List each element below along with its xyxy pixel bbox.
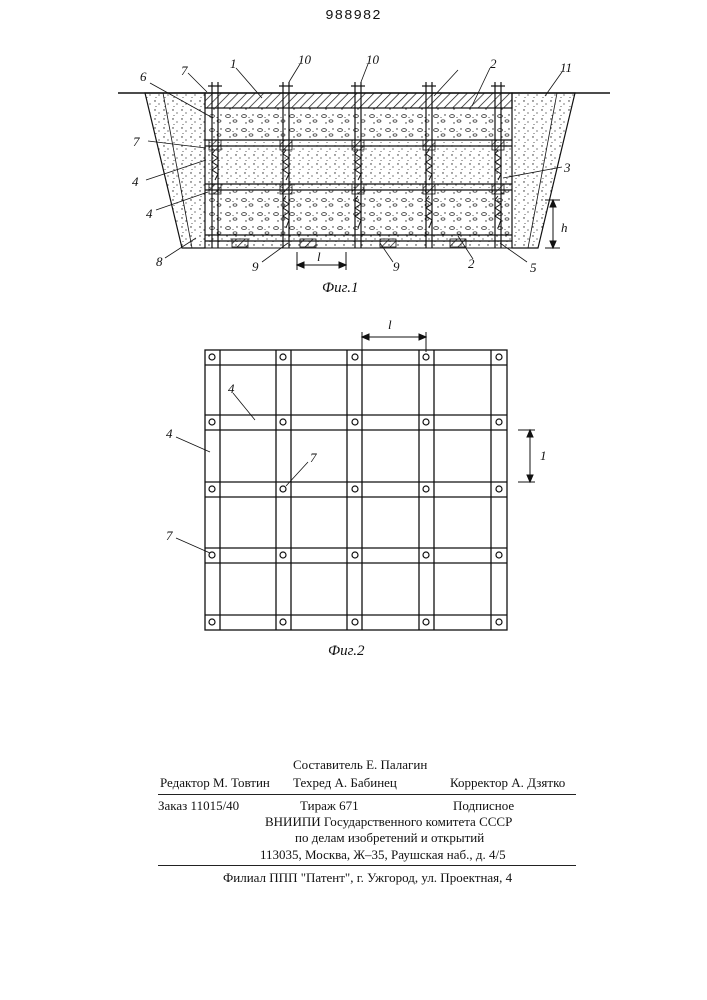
address-line: 113035, Москва, Ж–35, Раушская наб., д. … [260, 847, 506, 863]
fig2-leaders [176, 393, 308, 553]
editor-line: Редактор М. Товтин [160, 775, 270, 791]
grid-joint-circles [209, 354, 502, 625]
fig2-label-side: 1 [540, 448, 547, 463]
footer-rule-2 [158, 865, 576, 866]
fig2-label-4-outer: 4 [166, 426, 173, 441]
fig2-label-7-inner: 7 [310, 450, 317, 465]
org-line-2: по делам изобретений и открытий [295, 830, 484, 846]
fig2-label-7-outer: 7 [166, 528, 173, 543]
fig2-label-l: l [388, 317, 392, 332]
fig2-dimension-side [518, 430, 535, 482]
techred-line: Техред А. Бабинец [293, 775, 397, 791]
order-line: Заказ 11015/40 [158, 798, 239, 814]
footer-rule-1 [158, 794, 576, 795]
fig2-dimension-l [362, 332, 426, 352]
org-line-1: ВНИИПИ Государственного комитета СССР [265, 814, 512, 830]
branch-line: Филиал ППП "Патент", г. Ужгород, ул. Про… [223, 870, 512, 886]
circulation-line: Тираж 671 [300, 798, 359, 814]
composer-line: Составитель Е. Палагин [293, 757, 427, 773]
corrector-line: Корректор А. Дзятко [450, 775, 565, 791]
fig2-label-4-inner: 4 [228, 381, 235, 396]
figure-2-plan-grid: l 1 4 4 7 7 Фиг.2 [0, 0, 707, 680]
figure-2-caption: Фиг.2 [328, 643, 365, 659]
subscription-line: Подписное [453, 798, 514, 814]
